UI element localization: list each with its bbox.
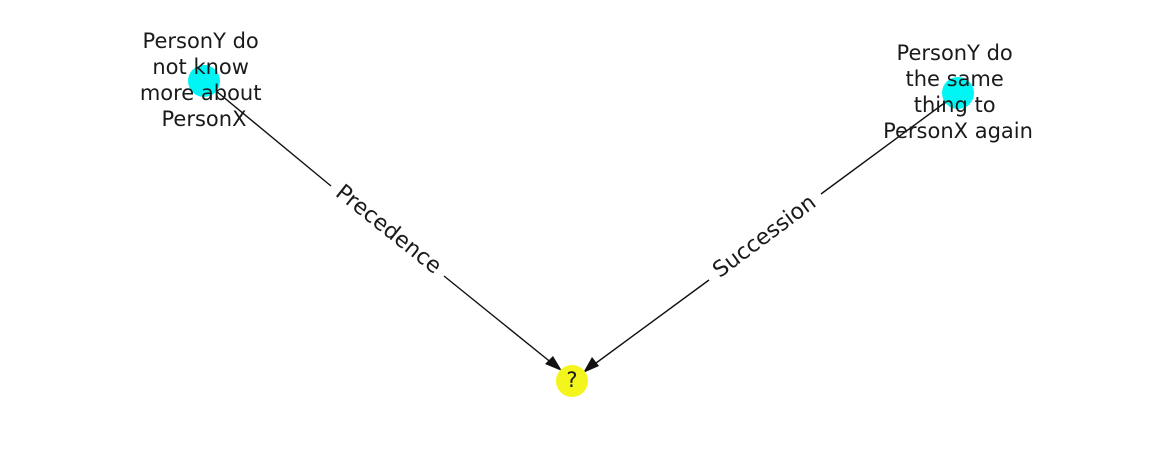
node-circle-n3 [556,365,588,397]
node-label-n2-line-3: thing to [914,93,996,117]
edge-line-succession-lower [591,279,710,367]
edge-precedence: Precedence [203,80,562,371]
node-label-n2-line-2: the same [905,67,1003,91]
node-label-n1-line-4: PersonX [162,107,247,131]
edge-label-precedence: Precedence [331,180,446,279]
node-label-n3: ? [566,368,577,392]
node-circle-n2 [942,77,974,109]
node-label-n1: PersonY do not know more about PersonX [140,29,268,131]
node-unknown: ? [556,365,588,397]
arrowhead-precedence [545,356,562,371]
node-label-n2: PersonY do the same thing to PersonX aga… [883,41,1033,143]
edge-label-succession: Succession [708,190,821,283]
edge-line-precedence-lower [443,275,554,365]
node-persony-same-thing-again: PersonY do the same thing to PersonX aga… [883,41,1033,143]
node-label-n2-line-4: PersonX again [883,119,1033,143]
edge-line-succession [820,92,959,195]
node-label-n1-line-1: PersonY do [143,29,259,53]
edge-line-precedence [203,80,332,187]
node-label-n1-line-2: not know [152,55,249,79]
node-circle-n1 [188,65,220,97]
node-label-n2-line-1: PersonY do [897,41,1013,65]
node-persony-not-know-more: PersonY do not know more about PersonX [140,29,268,131]
arrowhead-succession [583,357,599,373]
node-label-n1-line-3: more about [140,81,262,105]
